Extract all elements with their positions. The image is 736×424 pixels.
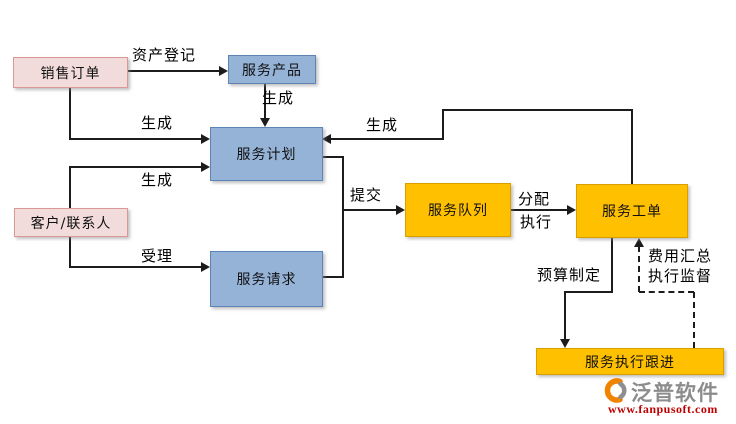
node-service-product: 服务产品 (228, 55, 316, 84)
edge-merge-vertical (342, 156, 344, 278)
edge-customer-to-request-v (69, 237, 71, 268)
edge-label-generate-workorder: 生成 (366, 116, 399, 134)
arrowhead-icon (201, 134, 210, 144)
node-service-queue: 服务队列 (405, 183, 511, 237)
edge-workorder-to-followup-v1 (611, 238, 613, 293)
node-service-request: 服务请求 (210, 251, 323, 307)
edge-label-asset-registration: 资产登记 (132, 46, 197, 64)
edge-label-accept: 受理 (141, 247, 174, 265)
edge-workorder-to-followup-h (564, 291, 613, 293)
edge-label-generate-customer: 生成 (141, 171, 174, 189)
arrowhead-icon (219, 66, 228, 76)
edge-label-execute: 执行 (520, 213, 553, 231)
node-service-workorder: 服务工单 (576, 184, 688, 238)
node-service-workorder-label: 服务工单 (602, 204, 662, 220)
edge-label-submit: 提交 (350, 186, 383, 204)
node-service-product-label: 服务产品 (242, 62, 302, 79)
edge-workorder-to-plan-v2 (442, 109, 444, 140)
arrowhead-icon (201, 162, 210, 172)
arrowhead-icon (322, 134, 331, 144)
edge-customer-to-request-h (69, 266, 201, 268)
edge-queue-to-workorder (511, 209, 568, 211)
edge-workorder-to-plan-v1 (631, 109, 633, 184)
arrowhead-icon (201, 262, 210, 272)
node-service-plan: 服务计划 (210, 127, 323, 181)
edge-plan-stub (323, 156, 344, 158)
edge-label-execution-supervision: 执行监督 (648, 267, 713, 285)
node-service-request-label: 服务请求 (236, 272, 297, 288)
node-service-plan-label: 服务计划 (236, 147, 297, 163)
edge-workorder-to-followup-v2 (564, 291, 566, 340)
edge-sales-to-plan-v (69, 88, 71, 140)
edge-product-to-plan (264, 84, 266, 119)
edge-label-generate-sales: 生成 (141, 114, 174, 132)
node-sales-order-label: 销售订单 (40, 65, 101, 82)
fanpu-logo-icon (604, 378, 627, 403)
node-service-followup-label: 服务执行跟进 (585, 354, 675, 371)
arrowhead-icon (634, 238, 644, 247)
logo-website-url: www.fanpusoft.com (608, 402, 718, 416)
edge-label-assign: 分配 (518, 190, 551, 208)
edge-feedback-v2-dashed (638, 246, 640, 292)
edge-request-stub (323, 276, 344, 278)
edge-feedback-h-dashed (639, 291, 694, 293)
node-service-queue-label: 服务队列 (428, 203, 488, 219)
edge-workorder-to-plan-h1 (442, 109, 633, 111)
edge-customer-to-plan-h (69, 166, 201, 168)
edge-label-generate-product: 生成 (262, 89, 295, 107)
edge-label-budget-planning: 预算制定 (537, 266, 602, 284)
node-customer-contact-label: 客户/联系人 (30, 215, 112, 232)
arrowhead-icon (567, 205, 576, 215)
arrowhead-icon (260, 118, 270, 127)
edge-feedback-v1-dashed (693, 292, 695, 348)
arrowhead-icon (396, 205, 405, 215)
edge-customer-to-plan-v (69, 166, 71, 208)
edge-sales-to-product (128, 70, 221, 72)
logo-text: 泛普软件 (631, 381, 719, 405)
edge-sales-to-plan-h (69, 138, 201, 140)
edge-submit-to-queue (342, 209, 397, 211)
arrowhead-icon (560, 339, 570, 348)
node-sales-order: 销售订单 (13, 57, 128, 88)
edge-workorder-to-plan-h2 (331, 138, 443, 140)
node-service-followup: 服务执行跟进 (536, 348, 724, 375)
node-customer-contact: 客户/联系人 (14, 208, 128, 237)
edge-label-cost-summary: 费用汇总 (648, 247, 713, 265)
